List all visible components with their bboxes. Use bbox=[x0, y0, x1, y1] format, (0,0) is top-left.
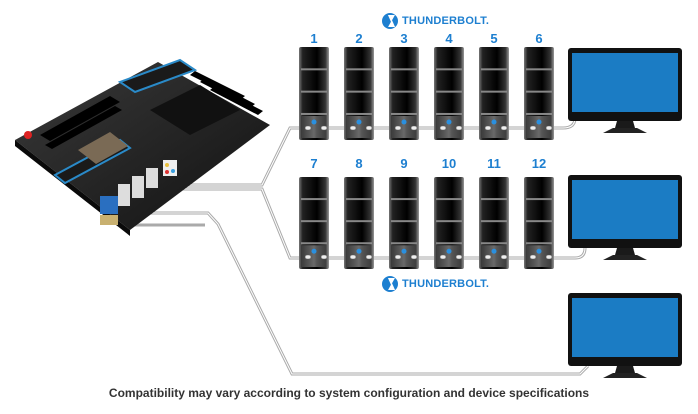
device-tower-5 bbox=[479, 47, 509, 140]
thunderbolt-logo-top: THUNDERBOLT. bbox=[382, 13, 489, 29]
device-tower-10 bbox=[434, 177, 464, 269]
thunderbolt-port bbox=[304, 125, 312, 131]
thunderbolt-port bbox=[545, 125, 553, 131]
device-tower-2 bbox=[344, 47, 374, 140]
device-number-7: 7 bbox=[310, 156, 318, 171]
thunderbolt-port bbox=[500, 125, 508, 131]
power-icon bbox=[536, 248, 542, 254]
thunderbolt-port bbox=[455, 125, 463, 131]
thunderbolt-port bbox=[529, 125, 537, 131]
compatibility-caption: Compatibility may vary according to syst… bbox=[108, 386, 590, 400]
device-tower-6 bbox=[524, 47, 554, 140]
thunderbolt-port bbox=[455, 254, 463, 260]
thunderbolt-logo-bottom: THUNDERBOLT. bbox=[382, 276, 489, 292]
device-number-1: 1 bbox=[310, 31, 318, 46]
device-tower-4 bbox=[434, 47, 464, 140]
device-number-5: 5 bbox=[490, 31, 498, 46]
thunderbolt-port bbox=[410, 254, 418, 260]
thunderbolt-port bbox=[320, 125, 328, 131]
power-icon bbox=[356, 119, 362, 125]
thunderbolt-label: THUNDERBOLT. bbox=[402, 15, 490, 27]
thunderbolt-port bbox=[394, 254, 402, 260]
thunderbolt-port bbox=[304, 254, 312, 260]
device-tower-3 bbox=[389, 47, 419, 140]
thunderbolt-port bbox=[365, 125, 373, 131]
device-tower-8 bbox=[344, 177, 374, 269]
power-icon bbox=[491, 119, 497, 125]
thunderbolt-port bbox=[439, 125, 447, 131]
device-number-4: 4 bbox=[445, 31, 453, 46]
monitor-screen bbox=[572, 298, 678, 357]
power-icon bbox=[311, 248, 317, 254]
device-tower-12 bbox=[524, 177, 554, 269]
thunderbolt-label: THUNDERBOLT. bbox=[402, 278, 490, 290]
power-icon bbox=[401, 248, 407, 254]
power-icon bbox=[536, 119, 542, 125]
motherboard-icon bbox=[15, 58, 270, 236]
power-icon bbox=[401, 119, 407, 125]
monitor-2 bbox=[568, 175, 682, 260]
thunderbolt-port bbox=[320, 254, 328, 260]
power-icon bbox=[491, 248, 497, 254]
power-icon bbox=[311, 119, 317, 125]
device-tower-7 bbox=[299, 177, 329, 269]
device-tower-1 bbox=[299, 47, 329, 140]
thunderbolt-icon bbox=[382, 276, 398, 292]
device-number-10: 10 bbox=[441, 156, 457, 171]
device-number-8: 8 bbox=[355, 156, 363, 171]
device-tower-11 bbox=[479, 177, 509, 269]
thunderbolt-icon bbox=[382, 13, 398, 29]
thunderbolt-port bbox=[500, 254, 508, 260]
device-tower-9 bbox=[389, 177, 419, 269]
thunderbolt-port bbox=[439, 254, 447, 260]
thunderbolt-port bbox=[349, 125, 357, 131]
device-number-9: 9 bbox=[400, 156, 408, 171]
power-icon bbox=[446, 248, 452, 254]
thunderbolt-port bbox=[545, 254, 553, 260]
thunderbolt-port bbox=[365, 254, 373, 260]
power-icon bbox=[446, 119, 452, 125]
device-number-11: 11 bbox=[487, 156, 501, 171]
thunderbolt-port bbox=[349, 254, 357, 260]
device-number-12: 12 bbox=[531, 156, 547, 171]
monitor-screen bbox=[572, 180, 678, 239]
thunderbolt-port bbox=[410, 125, 418, 131]
device-number-3: 3 bbox=[400, 31, 408, 46]
monitor-1 bbox=[568, 48, 682, 133]
thunderbolt-port bbox=[394, 125, 402, 131]
thunderbolt-port bbox=[484, 254, 492, 260]
device-number-2: 2 bbox=[355, 31, 363, 46]
monitor-screen bbox=[572, 53, 678, 112]
thunderbolt-port bbox=[484, 125, 492, 131]
monitor-3 bbox=[568, 293, 682, 378]
device-number-6: 6 bbox=[535, 31, 543, 46]
thunderbolt-port bbox=[529, 254, 537, 260]
power-icon bbox=[356, 248, 362, 254]
